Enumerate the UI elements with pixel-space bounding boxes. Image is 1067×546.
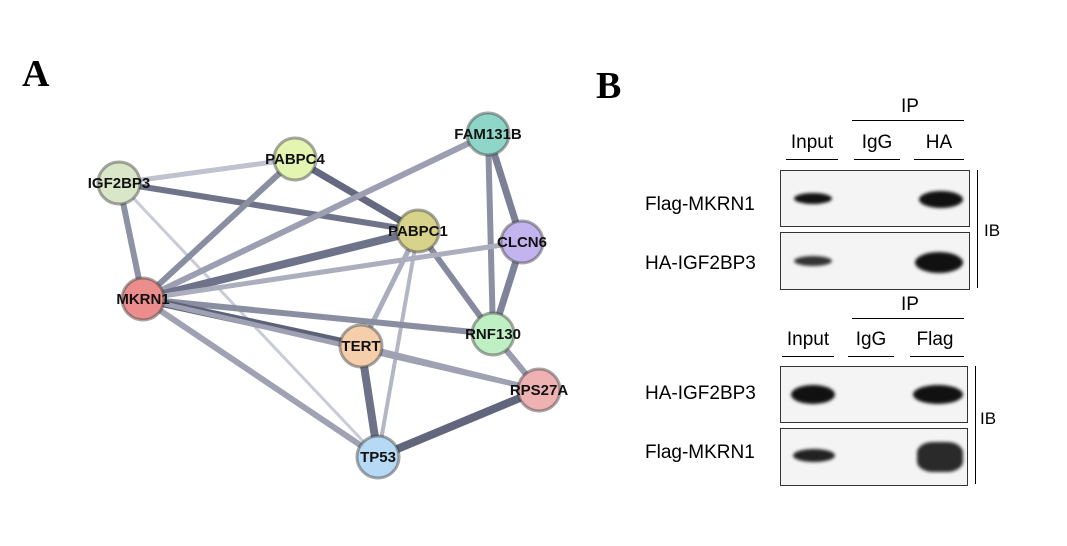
blot1-membrane-1 bbox=[780, 170, 970, 227]
node-igf2bp3: IGF2BP3 bbox=[88, 160, 151, 206]
blot2-band-input-2 bbox=[793, 449, 835, 462]
blot1-membrane-2 bbox=[780, 232, 970, 290]
panel-b-letter: B bbox=[596, 65, 622, 107]
blot1-row-label-1: Flag-MKRN1 bbox=[645, 194, 755, 215]
blot2-band-flag-1 bbox=[913, 385, 963, 404]
node-circle-rps27a bbox=[516, 367, 562, 413]
blot1-ip-label: IP bbox=[901, 96, 919, 117]
edge-pabpc1-tert bbox=[358, 229, 421, 348]
node-label-pabpc4: PABPC4 bbox=[265, 151, 325, 168]
node-pabpc4: PABPC4 bbox=[265, 136, 326, 182]
blot2-lane-igg-line bbox=[848, 356, 894, 357]
blot2-membrane-2 bbox=[780, 428, 968, 486]
node-label-mkrn1: MKRN1 bbox=[116, 291, 169, 308]
blot1-lane-igg: IgG bbox=[861, 132, 893, 153]
edge-igf2bp3-pabpc1 bbox=[118, 180, 419, 234]
node-circle-tert bbox=[338, 323, 384, 369]
node-circle-pabpc4 bbox=[272, 136, 318, 182]
node-label-rnf130: RNF130 bbox=[465, 326, 521, 343]
blot1-lane-ha-line bbox=[914, 159, 964, 160]
node-rnf130: RNF130 bbox=[465, 311, 521, 357]
node-label-igf2bp3: IGF2BP3 bbox=[88, 175, 151, 192]
node-tert: TERT bbox=[338, 323, 384, 369]
blot1-ib-bracket bbox=[977, 170, 978, 288]
edge-mkrn1-rnf130 bbox=[142, 296, 494, 337]
edge-mkrn1-tp53 bbox=[141, 296, 380, 460]
node-label-tp53: TP53 bbox=[360, 449, 396, 466]
blot2-lane-flag: Flag bbox=[916, 329, 954, 350]
blot2-ip-line bbox=[852, 318, 964, 319]
blot1-band-input-1 bbox=[794, 193, 832, 204]
node-label-tert: TERT bbox=[341, 338, 380, 355]
node-circle-igf2bp3 bbox=[96, 160, 142, 206]
blot1-band-ha-2 bbox=[915, 252, 963, 273]
blot1-band-ha-1 bbox=[919, 191, 963, 208]
blot2-lane-input: Input bbox=[786, 329, 830, 350]
node-circle-fam131b bbox=[465, 111, 511, 157]
blot2-ib-bracket bbox=[975, 366, 976, 484]
blot2-row-label-1: HA-IGF2BP3 bbox=[645, 383, 756, 404]
network-edges bbox=[116, 131, 542, 461]
panel-a-letter: A bbox=[22, 53, 50, 95]
node-clcn6: CLCN6 bbox=[497, 219, 547, 265]
blot2-band-input-1 bbox=[791, 385, 835, 404]
blot1-lane-input-line bbox=[786, 159, 838, 160]
edge-pabpc1-rnf130 bbox=[415, 229, 496, 336]
blot1-lane-input: Input bbox=[790, 132, 834, 153]
node-circle-mkrn1 bbox=[120, 276, 166, 322]
blot1-lane-igg-line bbox=[854, 159, 900, 160]
blot2-ib-label: IB bbox=[980, 409, 997, 428]
blot2-row-label-2: Flag-MKRN1 bbox=[645, 442, 755, 463]
edge-tp53-rps27a bbox=[376, 386, 541, 461]
edge-pabpc1-tp53 bbox=[376, 230, 420, 458]
node-label-pabpc1: PABPC1 bbox=[388, 223, 448, 240]
blot1-row-label-2: HA-IGF2BP3 bbox=[645, 253, 756, 274]
node-circle-rnf130 bbox=[470, 311, 516, 357]
blot2-band-flag-2 bbox=[917, 442, 963, 472]
network-diagram: IGF2BP3 PABPC4 FAM131B PABPC1CLCN6MKRN1RNF1… bbox=[88, 111, 569, 480]
node-circle-pabpc1 bbox=[395, 208, 441, 254]
node-circle-clcn6 bbox=[499, 219, 545, 265]
node-tp53: TP53 bbox=[355, 434, 401, 480]
edge-pabpc1-mkrn1 bbox=[142, 227, 419, 303]
blot1-lane-ha: HA bbox=[925, 132, 953, 153]
network-nodes: IGF2BP3 PABPC4 FAM131B PABPC1CLCN6MKRN1RNF1… bbox=[88, 111, 569, 480]
blot2-lane-flag-line bbox=[910, 356, 964, 357]
node-mkrn1: MKRN1 bbox=[116, 276, 170, 322]
blot1-ib-label: IB bbox=[984, 221, 1001, 240]
blot1-ip-line bbox=[852, 120, 964, 121]
node-label-clcn6: CLCN6 bbox=[497, 234, 547, 251]
edge-tert-rps27a bbox=[360, 343, 540, 393]
blot2-lane-input-line bbox=[782, 356, 834, 357]
edge-clcn6-mkrn1 bbox=[142, 239, 523, 302]
blot1-band-input-2 bbox=[794, 256, 832, 266]
node-circle-tp53 bbox=[355, 434, 401, 480]
node-rps27a: RPS27A bbox=[510, 367, 569, 413]
node-label-rps27a: RPS27A bbox=[510, 382, 569, 399]
edge-fam131b-rnf130 bbox=[485, 133, 496, 335]
edge-fam131b-mkrn1 bbox=[141, 131, 490, 302]
edge-pabpc4-mkrn1 bbox=[140, 156, 298, 302]
node-label-fam131b: FAM131B bbox=[454, 126, 522, 143]
blot2-membrane-1 bbox=[780, 366, 968, 423]
node-fam131b: FAM131B bbox=[454, 111, 522, 157]
edge-igf2bp3-pabpc4 bbox=[118, 156, 296, 186]
blot2-lane-igg: IgG bbox=[855, 329, 887, 350]
blot2-ip-label: IP bbox=[901, 294, 919, 315]
node-pabpc1: PABPC1 bbox=[388, 208, 448, 254]
